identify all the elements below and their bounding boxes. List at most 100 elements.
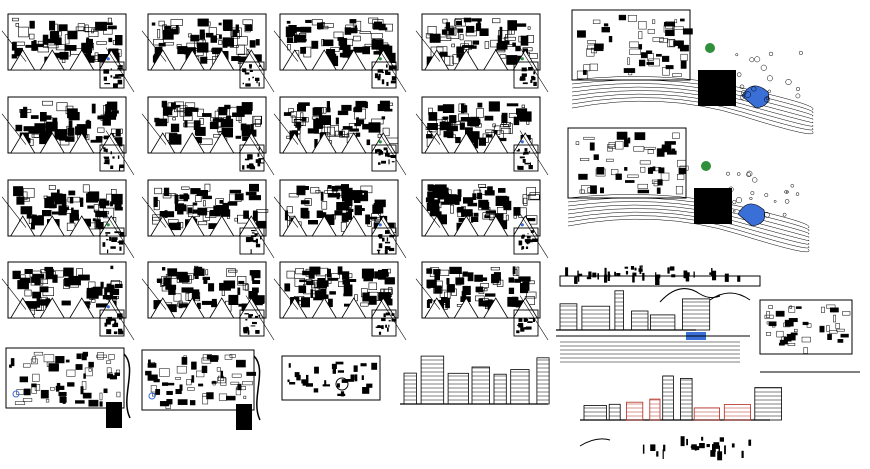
accent-mark — [378, 140, 382, 144]
ground-floor-plans — [5, 347, 381, 430]
room-block — [61, 200, 67, 204]
room-block — [172, 104, 181, 108]
room-block — [794, 328, 798, 333]
room-block — [484, 214, 497, 218]
room-block — [50, 387, 55, 391]
room-block — [228, 294, 239, 306]
annex-block — [529, 317, 535, 319]
annex-block — [104, 156, 110, 159]
annex-block — [246, 237, 252, 240]
room-block — [87, 205, 94, 209]
room-block — [109, 375, 117, 380]
room-block — [364, 101, 368, 109]
building-block — [675, 186, 684, 195]
floor-plan-9 — [141, 179, 275, 259]
room-block — [42, 100, 53, 106]
strip-mark — [577, 275, 580, 282]
room-block — [526, 120, 530, 125]
room-block — [475, 23, 482, 32]
landscape-mark — [732, 209, 736, 213]
courtyard-wedge — [10, 132, 36, 154]
building-block — [677, 40, 684, 49]
building-block — [665, 29, 675, 37]
room-block — [529, 192, 541, 200]
annex-block — [250, 235, 257, 237]
room-block — [76, 124, 86, 133]
room-block — [115, 283, 123, 289]
building-block — [578, 173, 588, 180]
annex-block — [376, 249, 381, 251]
room-block — [66, 369, 76, 377]
plan-frame — [147, 261, 267, 319]
building-block — [595, 168, 606, 177]
grid-line — [1, 278, 27, 310]
annex-block — [383, 147, 388, 151]
building-block — [640, 166, 646, 173]
room-block — [106, 360, 112, 364]
room-block — [69, 114, 76, 120]
room-block — [437, 192, 449, 200]
room-block — [187, 273, 194, 280]
plan-frame — [421, 261, 541, 319]
strip-mark — [686, 272, 690, 276]
landscape-mark — [732, 200, 737, 205]
room-block — [202, 113, 212, 117]
room-block — [65, 359, 70, 363]
strip-mark — [624, 266, 629, 269]
room-block — [472, 40, 480, 45]
annex-block — [110, 75, 113, 78]
tree-mark — [701, 161, 711, 171]
room-block — [326, 268, 331, 278]
courtyard-wedge — [209, 49, 235, 71]
strip-mark — [711, 268, 713, 277]
room-block — [503, 200, 512, 211]
building-block — [623, 68, 636, 73]
room-block — [56, 382, 61, 387]
building-block — [596, 167, 605, 175]
annex-block — [118, 328, 123, 332]
profile-mark — [731, 443, 735, 448]
room-block — [488, 101, 500, 112]
courtyard-wedge — [483, 215, 509, 237]
landscape-mark — [746, 170, 753, 177]
floor-plan-0 — [1, 13, 135, 93]
room-block — [162, 29, 174, 40]
room-block — [508, 277, 515, 283]
room-block — [522, 194, 528, 204]
room-block — [28, 131, 40, 134]
room-block — [345, 24, 357, 34]
room-block — [110, 201, 113, 207]
courtyard-wedge — [150, 132, 176, 154]
room-block — [381, 116, 386, 120]
strip-mark — [642, 272, 645, 281]
annex-frame — [371, 61, 397, 89]
room-block — [788, 318, 798, 323]
annex-block — [244, 72, 250, 75]
annex-block — [251, 314, 253, 317]
room-block — [252, 210, 258, 222]
courtyard-wedge — [69, 297, 95, 319]
building-block — [639, 160, 651, 165]
room-block — [480, 283, 489, 288]
building-block — [647, 53, 654, 61]
annex-block — [384, 249, 388, 254]
grid-line — [273, 196, 299, 228]
room-block — [337, 370, 344, 373]
room-block — [45, 399, 50, 403]
building-mass — [471, 366, 490, 405]
room-block — [14, 401, 26, 405]
room-block — [452, 121, 456, 130]
room-block — [84, 24, 89, 33]
annex-block — [528, 239, 533, 243]
building-block — [656, 187, 661, 194]
room-block — [31, 133, 40, 138]
annex-block — [525, 326, 532, 330]
room-block — [114, 206, 123, 211]
annex-block — [517, 165, 519, 170]
room-block — [343, 284, 353, 295]
room-block — [187, 207, 193, 213]
room-block — [514, 278, 521, 283]
annex-frame — [99, 309, 125, 337]
strip-mark — [632, 275, 635, 283]
annex-block — [117, 155, 120, 159]
